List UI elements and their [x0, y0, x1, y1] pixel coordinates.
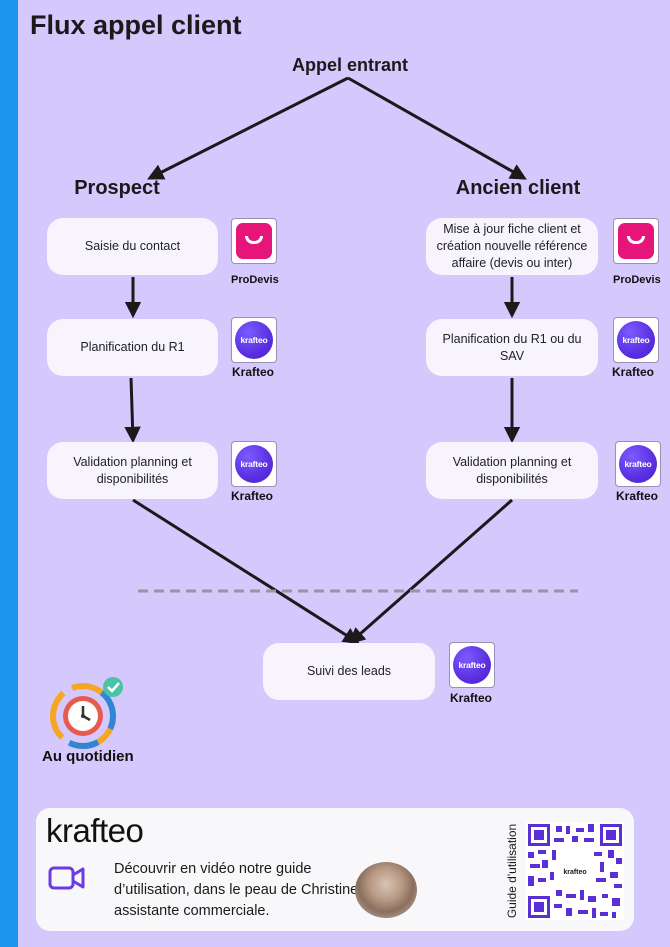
arrow-start-to-ancien — [347, 76, 527, 180]
branch-prospect-label: Prospect — [74, 177, 160, 199]
prospect-step-1-tool: ProDevis — [231, 274, 279, 286]
daily-label: Au quotidien — [42, 748, 134, 765]
arrow-prospect-to-final — [132, 498, 360, 644]
arrow-prospect-2-3 — [124, 377, 141, 444]
side-accent-bar — [0, 0, 18, 947]
footer-card: krafteo Découvrir en vidéo notre guide d… — [36, 808, 634, 931]
prospect-step-3: Validation planning et disponibilités — [47, 442, 218, 499]
ancien-step-1: Mise à jour fiche client et création nou… — [426, 218, 598, 275]
start-node-label: Appel entrant — [291, 55, 408, 75]
ancien-step-3-tool: Krafteo — [616, 489, 659, 503]
ancien-step-2: Planification du R1 ou du SAV — [426, 319, 598, 376]
prospect-step-3-tool: Krafteo — [231, 489, 274, 503]
prodevis-logo-icon — [613, 218, 659, 264]
prospect-step-1: Saisie du contact — [47, 218, 218, 275]
page-title: Flux appel client — [30, 10, 242, 40]
svg-text:krafteo: krafteo — [563, 869, 586, 876]
video-camera-icon[interactable] — [48, 864, 86, 892]
branch-ancien-label: Ancien client — [455, 177, 581, 199]
ancien-step-3: Validation planning et disponibilités — [426, 442, 598, 499]
qr-code-icon[interactable]: krafteo — [526, 822, 624, 920]
arrow-start-to-prospect — [147, 76, 349, 180]
clock-cycle-icon — [50, 677, 123, 749]
footer-description: Découvrir en vidéo notre guide d’utilisa… — [114, 861, 363, 920]
krafteo-logo-icon: krafteo — [231, 441, 277, 487]
prospect-step-2: Planification du R1 — [47, 319, 218, 376]
final-step-tool: Krafteo — [450, 691, 493, 705]
prodevis-logo-icon — [231, 218, 277, 264]
qr-caption: Guide d'utilisation — [505, 823, 520, 919]
prospect-step-2-tool: Krafteo — [232, 365, 275, 379]
krafteo-brand-logo: krafteo — [46, 812, 144, 849]
ancien-step-1-tool: ProDevis — [613, 274, 661, 286]
ancien-step-2-tool: Krafteo — [612, 365, 655, 379]
final-step: Suivi des leads — [263, 643, 435, 700]
avatar — [355, 862, 417, 918]
krafteo-logo-icon: krafteo — [615, 441, 661, 487]
krafteo-logo-icon: krafteo — [231, 317, 277, 363]
arrow-ancien-to-final — [348, 498, 513, 645]
krafteo-logo-icon: krafteo — [449, 642, 495, 688]
checkmark-icon — [103, 677, 123, 697]
krafteo-logo-icon: krafteo — [613, 317, 659, 363]
